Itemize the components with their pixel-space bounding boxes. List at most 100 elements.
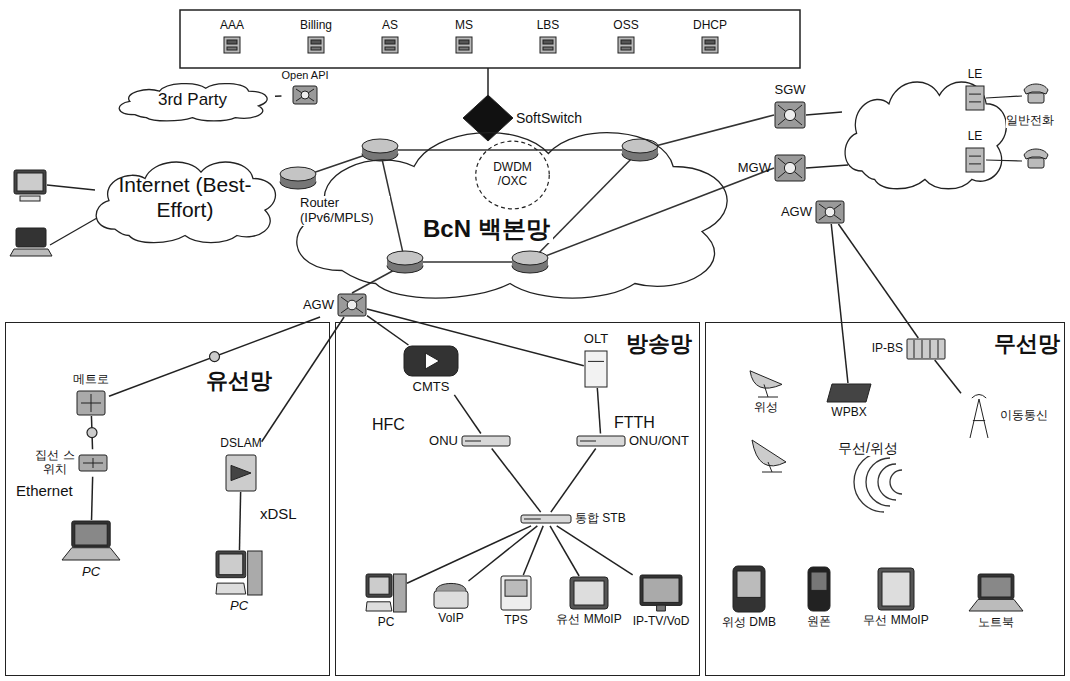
softswitch: SoftSwitch (463, 95, 582, 141)
mmoip-terminal: 무선 MMoIP (863, 567, 928, 628)
satellite-dish-icon (752, 440, 786, 466)
device-label: 유선 MMoIP (556, 613, 621, 627)
switch-icon (78, 454, 108, 472)
device-label: PC (82, 565, 100, 580)
gw-icon (775, 102, 805, 128)
switch-icon (79, 455, 107, 471)
ipbs-icon (930, 340, 931, 358)
device-label: 통합 STB (575, 512, 626, 526)
device-label: 위성 (754, 401, 778, 415)
router-icon (512, 251, 548, 273)
link-line (550, 526, 579, 576)
desktop-icon (216, 551, 246, 578)
link-line (109, 317, 320, 396)
cmts-icon (425, 353, 439, 369)
region-title: 3rd Party (158, 90, 227, 110)
cloud-outline (96, 162, 275, 243)
link-line (838, 224, 918, 338)
router-icon (280, 167, 316, 189)
tps-icon (505, 580, 527, 596)
server-icon (311, 47, 321, 50)
api-gateway: Open API (281, 69, 328, 105)
tablet-icon (877, 567, 915, 611)
pstn-cloud (845, 82, 1006, 189)
link-line (557, 526, 633, 575)
telephone-icon (1028, 93, 1044, 103)
satellite-dish: 위성 (746, 364, 786, 415)
device-label: AGW (303, 298, 334, 313)
gw-icon (774, 154, 806, 182)
server-icon (543, 40, 553, 44)
cloud-outline (297, 133, 727, 298)
region-title: 방송망 (626, 331, 692, 356)
link-line (523, 526, 543, 575)
tv-icon (643, 578, 679, 602)
internet-host-icon (14, 170, 46, 194)
onu: ONU (429, 434, 511, 449)
tablet-icon (569, 576, 609, 610)
server-icon: OSS (613, 19, 638, 54)
server-icon (385, 47, 395, 50)
le-icon (966, 86, 984, 110)
router-label: Router (IPv6/MPLS) (300, 196, 390, 226)
router-icon (280, 139, 658, 273)
gw-icon (337, 293, 367, 317)
ipbs-icon (914, 340, 915, 358)
server-icon (385, 40, 395, 44)
desktop-terminal: PC (215, 550, 263, 614)
phone-label: 일반전화 (1006, 114, 1054, 128)
device-label: IP-BS (872, 342, 903, 356)
server-icon (307, 36, 325, 54)
wpbx-icon (826, 383, 872, 403)
device-label: LE (968, 68, 983, 82)
server-icon (224, 37, 240, 53)
server-icon (621, 40, 631, 44)
server-icon: DHCP (693, 19, 727, 54)
le-icon (966, 148, 984, 172)
laptop-icon (72, 521, 110, 547)
gw-icon (341, 297, 363, 313)
dashed-ellipse (476, 141, 550, 209)
router-icon (387, 251, 423, 273)
link-line (935, 360, 961, 393)
dslam: DSLAM (220, 437, 261, 492)
gw-icon (815, 200, 845, 224)
server-icon (618, 37, 634, 53)
tv-icon (639, 574, 683, 612)
radio-wave (878, 464, 896, 500)
server-icon: AS (381, 19, 399, 54)
desktop-icon (248, 551, 262, 595)
flat-icon (465, 441, 481, 442)
dish-icon (750, 371, 782, 388)
service-server-frame (180, 10, 800, 68)
server-icon (701, 36, 719, 54)
gw-icon (301, 91, 309, 99)
link-node-dot (87, 428, 97, 438)
desktop-icon (219, 554, 243, 575)
server-icon (308, 37, 324, 53)
phone-icon (434, 591, 468, 608)
laptop-icon (968, 573, 1024, 613)
dslam-icon (225, 454, 257, 492)
dmb-icon (733, 566, 765, 612)
aggregation-switch: 집선 스위치 (35, 449, 108, 477)
olt: OLT (584, 332, 608, 388)
local-exchange: LE (965, 68, 985, 111)
device-label: MS (455, 19, 473, 33)
dish-icon (758, 384, 778, 397)
radio-wave (854, 452, 884, 512)
laptop-icon (981, 577, 1011, 597)
link-type-label: HFC (372, 416, 405, 434)
link-line (492, 448, 541, 512)
dslam-icon (231, 465, 251, 480)
gw-icon (347, 300, 357, 310)
server-icon (540, 37, 556, 53)
dmb-icon (732, 565, 766, 613)
dmb-terminal: 위성 DMB (722, 565, 776, 630)
device-label: LBS (537, 19, 560, 33)
network-panel: 무선망위성WPBXIP-BS이동통신위성 DMB원폰무선 MMoIP노트북 (705, 322, 1065, 676)
server-icon (381, 36, 399, 54)
tablet-icon (882, 572, 910, 606)
satellite-dish-icon (762, 462, 782, 472)
device-label: 노트북 (978, 616, 1014, 630)
